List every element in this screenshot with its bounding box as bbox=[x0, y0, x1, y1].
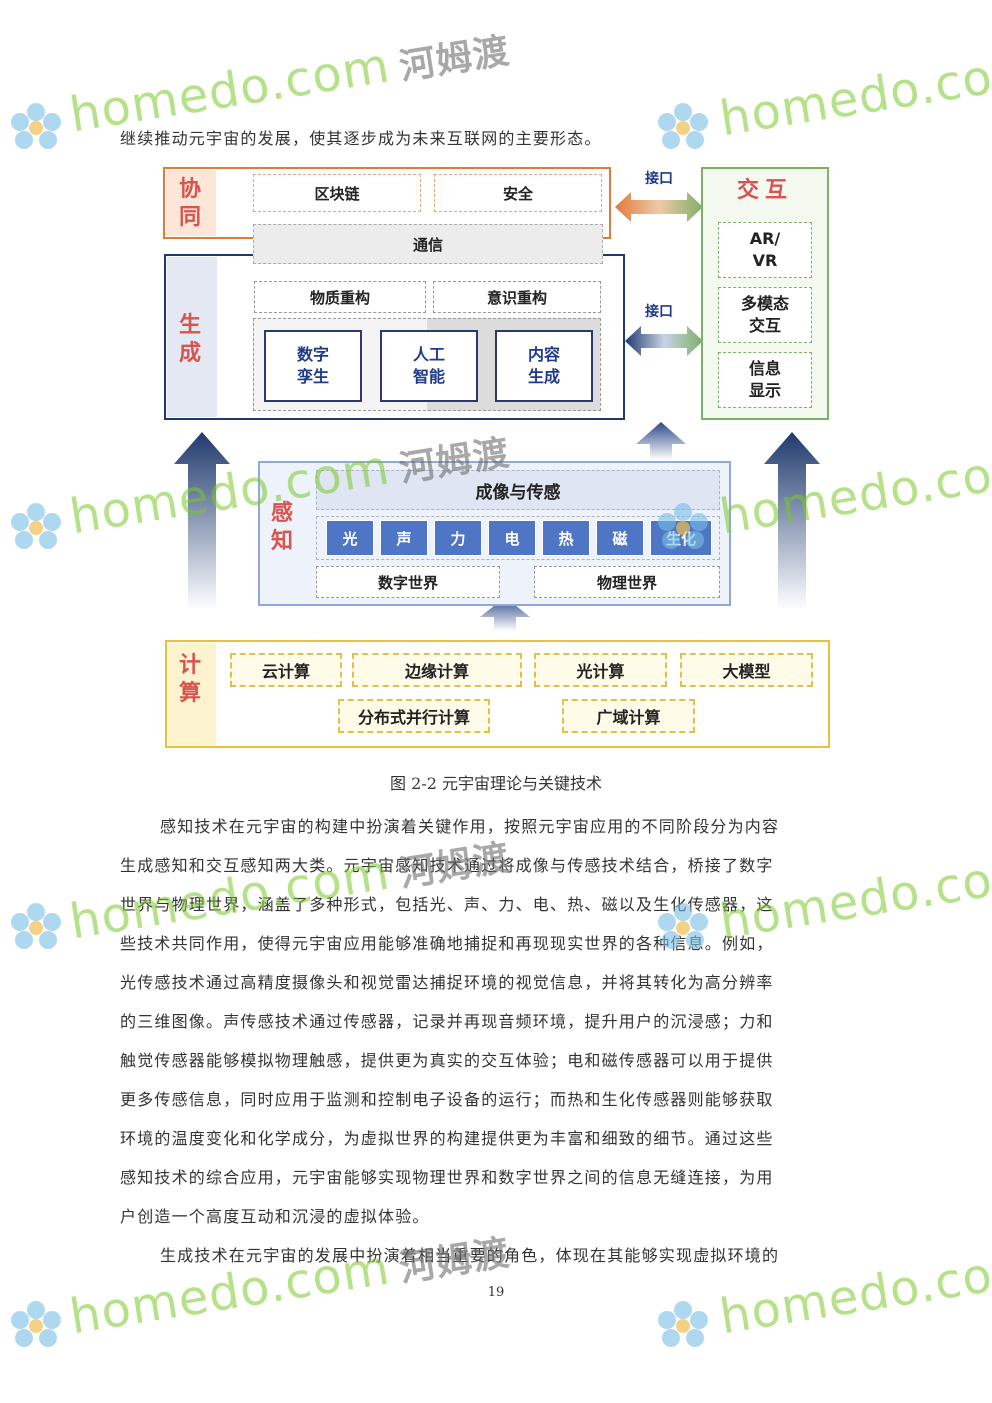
ai-box: 人工 智能 bbox=[380, 330, 478, 402]
flower-logo-icon bbox=[11, 903, 61, 949]
paragraph-line: 更多传感信息，同时应用于监测和控制电子设备的运行；而热和生化传感器则能够获取 bbox=[120, 1090, 774, 1109]
mid-up-arrow-icon bbox=[636, 422, 686, 460]
sense-biochem: 生化 bbox=[650, 520, 712, 556]
sense-force: 力 bbox=[434, 520, 482, 556]
paragraph-line: 感知技术在元宇宙的构建中扮演着关键作用，按照元宇宙应用的不同阶段分为内容 bbox=[160, 817, 780, 836]
blockchain-box: 区块链 bbox=[253, 174, 421, 212]
paragraph-line: 些技术共同作用，使得元宇宙应用能够准确地捕捉和再现现实世界的各种信息。例如， bbox=[120, 934, 774, 953]
paragraph-line: 生成技术在元宇宙的发展中扮演着相当重要的角色，体现在其能够实现虚拟环境的 bbox=[160, 1246, 780, 1265]
matter-rebuild-box: 物质重构 bbox=[254, 281, 426, 313]
imaging-sensing-title: 成像与传感 bbox=[316, 470, 720, 510]
paragraph-line: 的三维图像。声传感技术通过传感器，记录并再现音频环境，提升用户的沉浸感；力和 bbox=[120, 1012, 774, 1031]
sense-heat: 热 bbox=[542, 520, 590, 556]
flower-logo-icon bbox=[11, 103, 61, 149]
consciousness-rebuild-box: 意识重构 bbox=[433, 281, 601, 313]
right-up-arrow-icon bbox=[764, 432, 820, 610]
cloud-computing-box: 云计算 bbox=[230, 653, 342, 687]
sense-electric: 电 bbox=[488, 520, 536, 556]
intro-text: 继续推动元宇宙的发展，使其逐步成为未来互联网的主要形态。 bbox=[120, 129, 602, 148]
security-box: 安全 bbox=[434, 174, 602, 212]
paragraph-line: 感知技术的综合应用，元宇宙能够实现物理世界和数字世界之间的信息无缝连接，为用 bbox=[120, 1168, 774, 1187]
left-up-arrow-icon bbox=[174, 432, 230, 610]
multimodal-box: 多模态 交互 bbox=[718, 287, 812, 343]
paragraph-line: 世界与物理世界，涵盖了多种形式，包括光、声、力、电、热、磁以及生化传感器，这 bbox=[120, 895, 774, 914]
flower-logo-icon bbox=[658, 1301, 708, 1347]
wide-area-computing-box: 广域计算 bbox=[562, 699, 695, 733]
paragraph-line: 环境的温度变化和化学成分，为虚拟世界的构建提供更为丰富和细致的细节。通过这些 bbox=[120, 1129, 774, 1148]
arvr-box: AR/ VR bbox=[718, 222, 812, 278]
watermark: homedo.com河姆渡 bbox=[66, 1232, 513, 1346]
paragraph-line: 户创造一个高度互动和沉浸的虚拟体验。 bbox=[120, 1207, 430, 1226]
jiaohu-label: 交互 bbox=[736, 178, 793, 203]
paragraph-line: 光传感技术通过高精度摄像头和视觉雷达捕捉环境的视觉信息，并将其转化为高分辨率 bbox=[120, 973, 774, 992]
sense-light: 光 bbox=[326, 520, 374, 556]
bottom-up-arrow-icon bbox=[480, 597, 530, 631]
interface-label-mid: 接口 bbox=[645, 304, 673, 320]
watermark: homedo.com河姆渡 bbox=[66, 837, 513, 951]
flower-logo-icon bbox=[11, 1301, 61, 1347]
interface-label-top: 接口 bbox=[645, 171, 673, 187]
content-gen-box: 内容 生成 bbox=[495, 330, 593, 402]
sense-magnetic: 磁 bbox=[596, 520, 644, 556]
sense-sound: 声 bbox=[380, 520, 428, 556]
shengcheng-label: 生成 bbox=[178, 313, 201, 366]
edge-computing-box: 边缘计算 bbox=[352, 653, 522, 687]
communication-box: 通信 bbox=[253, 224, 603, 264]
distributed-computing-box: 分布式并行计算 bbox=[338, 699, 490, 733]
large-model-box: 大模型 bbox=[680, 653, 813, 687]
digital-twin-box: 数字 孪生 bbox=[264, 330, 362, 402]
watermark: homedo.com河姆渡 bbox=[66, 30, 513, 144]
paragraph-line: 触觉传感器能够模拟物理触感，提供更为真实的交互体验；电和磁传感器可以用于提供 bbox=[120, 1051, 774, 1070]
ganzhi-label: 感知 bbox=[270, 501, 293, 554]
optical-computing-box: 光计算 bbox=[534, 653, 667, 687]
watermark: homedo.com bbox=[716, 439, 992, 546]
figure-caption: 图 2-2 元宇宙理论与关键技术 bbox=[390, 774, 602, 793]
xietong-label: 协同 bbox=[178, 177, 201, 230]
jisuan-label: 计算 bbox=[178, 653, 201, 706]
interface-arrow-mid-icon bbox=[625, 326, 703, 356]
page-number: 19 bbox=[487, 1285, 505, 1300]
flower-logo-icon bbox=[11, 503, 61, 549]
physical-world-box: 物理世界 bbox=[534, 566, 720, 598]
interface-arrow-top-icon bbox=[615, 192, 703, 222]
paragraph-line: 生成感知和交互感知两大类。元宇宙感知技术通过将成像与传感技术结合，桥接了数字 bbox=[120, 856, 774, 875]
info-display-box: 信息 显示 bbox=[718, 352, 812, 408]
digital-world-box: 数字世界 bbox=[316, 566, 500, 598]
